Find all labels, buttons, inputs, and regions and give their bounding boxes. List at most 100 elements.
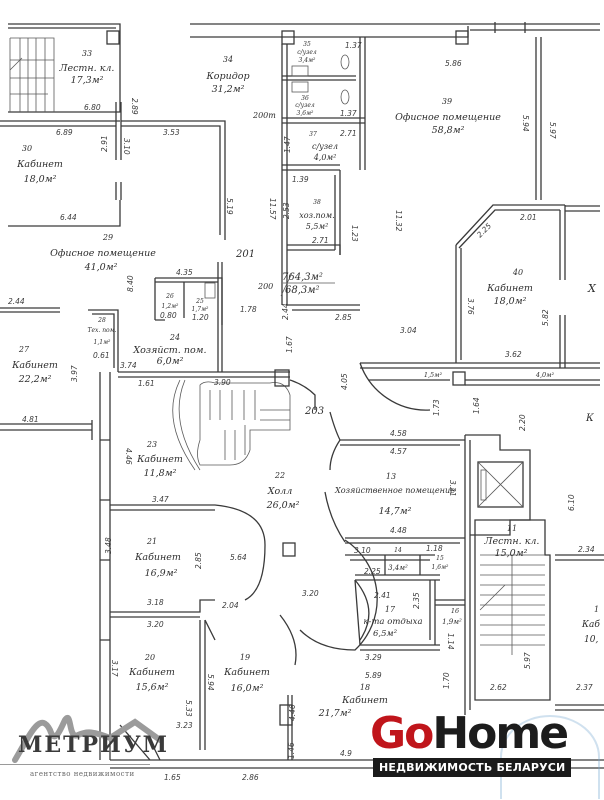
room-23-number: 23 <box>146 440 157 449</box>
room-27-number: 27 <box>18 345 30 354</box>
dim: 4.35 <box>176 268 193 277</box>
room-24-name: Хозяйст. пом. <box>132 345 206 356</box>
room-13-area: 14,7м² <box>379 506 412 517</box>
dim: 4.57 <box>390 447 407 456</box>
room-labels: 33 Лестн. кл. 17,3м² 34 Коридор 31,2м² 3… <box>11 41 600 719</box>
dim: 2.53 <box>282 202 291 219</box>
room-37-area: 4,0м² <box>313 153 337 162</box>
partial-room-k: К <box>585 413 594 424</box>
door-200t-label: 200т <box>252 111 276 120</box>
dim: 2.85 <box>335 313 352 322</box>
dim: 6.89 <box>56 128 73 137</box>
room-18-name: Кабинет <box>341 695 388 706</box>
room-16-area: 1,9м² <box>442 618 462 626</box>
room-21-number: 21 <box>146 537 157 546</box>
room-17-area: 6,5м² <box>373 629 398 639</box>
room-28-name: Тех. пом. <box>87 327 116 334</box>
room-23-name: Кабинет <box>136 454 183 465</box>
dim: 2.86 <box>242 773 259 782</box>
room-40-area: 18,0м² <box>494 296 527 307</box>
dim: 3.18 <box>147 598 164 607</box>
dim: 2.44 <box>281 303 290 320</box>
room-5b-area: 1,5м² <box>424 371 443 379</box>
dim: 4.58 <box>390 429 407 438</box>
dim: 1.18 <box>426 544 443 553</box>
dim: 3.53 <box>163 128 180 137</box>
room-14-number: 14 <box>394 547 402 554</box>
dim: 1.39 <box>292 175 309 184</box>
dim: 6.10 <box>567 494 576 511</box>
room-27-name: Кабинет <box>11 360 58 371</box>
gohome-go: Go <box>370 708 434 759</box>
room-40-name: Кабинет <box>486 283 533 294</box>
dim: 1.37 <box>340 109 357 118</box>
door-203-label: 203 <box>304 406 324 417</box>
room-13-name: Хозяйственное помещение <box>334 486 455 496</box>
dim: 0.80 <box>160 311 177 320</box>
dim: 4.81 <box>22 415 39 424</box>
dim: 3.97 <box>70 365 79 382</box>
area-total-2: 68,3м² <box>285 285 320 296</box>
room-27-area: 22,2м² <box>18 374 52 385</box>
dim: 4.46 <box>124 448 133 465</box>
dim: 6.80 <box>84 103 101 112</box>
dim: 11.57 <box>268 198 277 220</box>
dim: 2.85 <box>194 552 203 569</box>
room-26-number: 26 <box>165 293 174 300</box>
dim: 2.41 <box>374 591 391 600</box>
dim: 1.67 <box>285 336 294 353</box>
room-15-number: 15 <box>436 555 444 562</box>
room-23-area: 11,8м² <box>144 468 177 479</box>
dim: 2.04 <box>222 601 239 610</box>
dim: 2.35 <box>412 592 421 609</box>
room-14-area: 3,4м² <box>388 564 408 572</box>
dim: 2.44 <box>8 297 25 306</box>
dim: 3.23 <box>176 721 193 730</box>
dim: 4.05 <box>340 373 349 390</box>
area-total-1: 764,3м² <box>282 272 323 283</box>
room-19-number: 19 <box>240 653 250 662</box>
room-28-area: 1,1м² <box>94 339 112 346</box>
room-34-number: 34 <box>223 55 233 64</box>
dim: 1.20 <box>192 313 209 322</box>
dim: 1.73 <box>432 399 441 416</box>
room-36-area: 3,6м² <box>297 110 315 117</box>
dim: 3.10 <box>122 138 131 155</box>
dim: 0.61 <box>93 351 110 360</box>
dim: 1.37 <box>345 41 362 50</box>
dim: 3.29 <box>365 653 382 662</box>
room-37-name: с/узел <box>312 142 338 151</box>
room-29-name: Офисное помещение <box>50 248 156 259</box>
dim: 2.25 <box>475 221 493 239</box>
room-25-area: 1,7м² <box>192 306 210 313</box>
room-38-number: 38 <box>313 199 321 206</box>
dim: 4.48 <box>390 526 407 535</box>
dim: 1.65 <box>164 773 181 782</box>
room-38-name: хоз.пом. <box>299 211 334 220</box>
room-24-area: 6,0м² <box>157 356 184 367</box>
room-20-number: 20 <box>144 653 155 662</box>
door-201-label: 201 <box>235 249 255 260</box>
dim: 3.20 <box>302 589 319 598</box>
room-18-area: 21,7м² <box>318 708 352 719</box>
dim: 2.20 <box>518 414 527 431</box>
dim: 1.46 <box>287 742 296 759</box>
dim: 4.9 <box>340 749 352 758</box>
dim: 1.61 <box>138 379 155 388</box>
dim: 5.82 <box>541 309 550 326</box>
room-19-name: Кабинет <box>223 667 270 678</box>
room-30-area: 18,0м² <box>24 174 57 185</box>
dim: 5.33 <box>184 700 193 717</box>
room-29-number: 29 <box>102 233 113 242</box>
gohome-home: Home <box>432 708 569 759</box>
room-25-number: 25 <box>195 298 204 305</box>
room-33-area: 17,3м² <box>71 75 104 86</box>
room-36-name: с/узел <box>295 102 315 109</box>
room-19-area: 16,0м² <box>231 683 264 694</box>
dim: 2.37 <box>576 683 593 692</box>
dim: 1.64 <box>472 397 481 414</box>
seal-stamp <box>500 715 600 799</box>
dim: 3.74 <box>120 361 137 370</box>
dim: 3.20 <box>147 620 164 629</box>
